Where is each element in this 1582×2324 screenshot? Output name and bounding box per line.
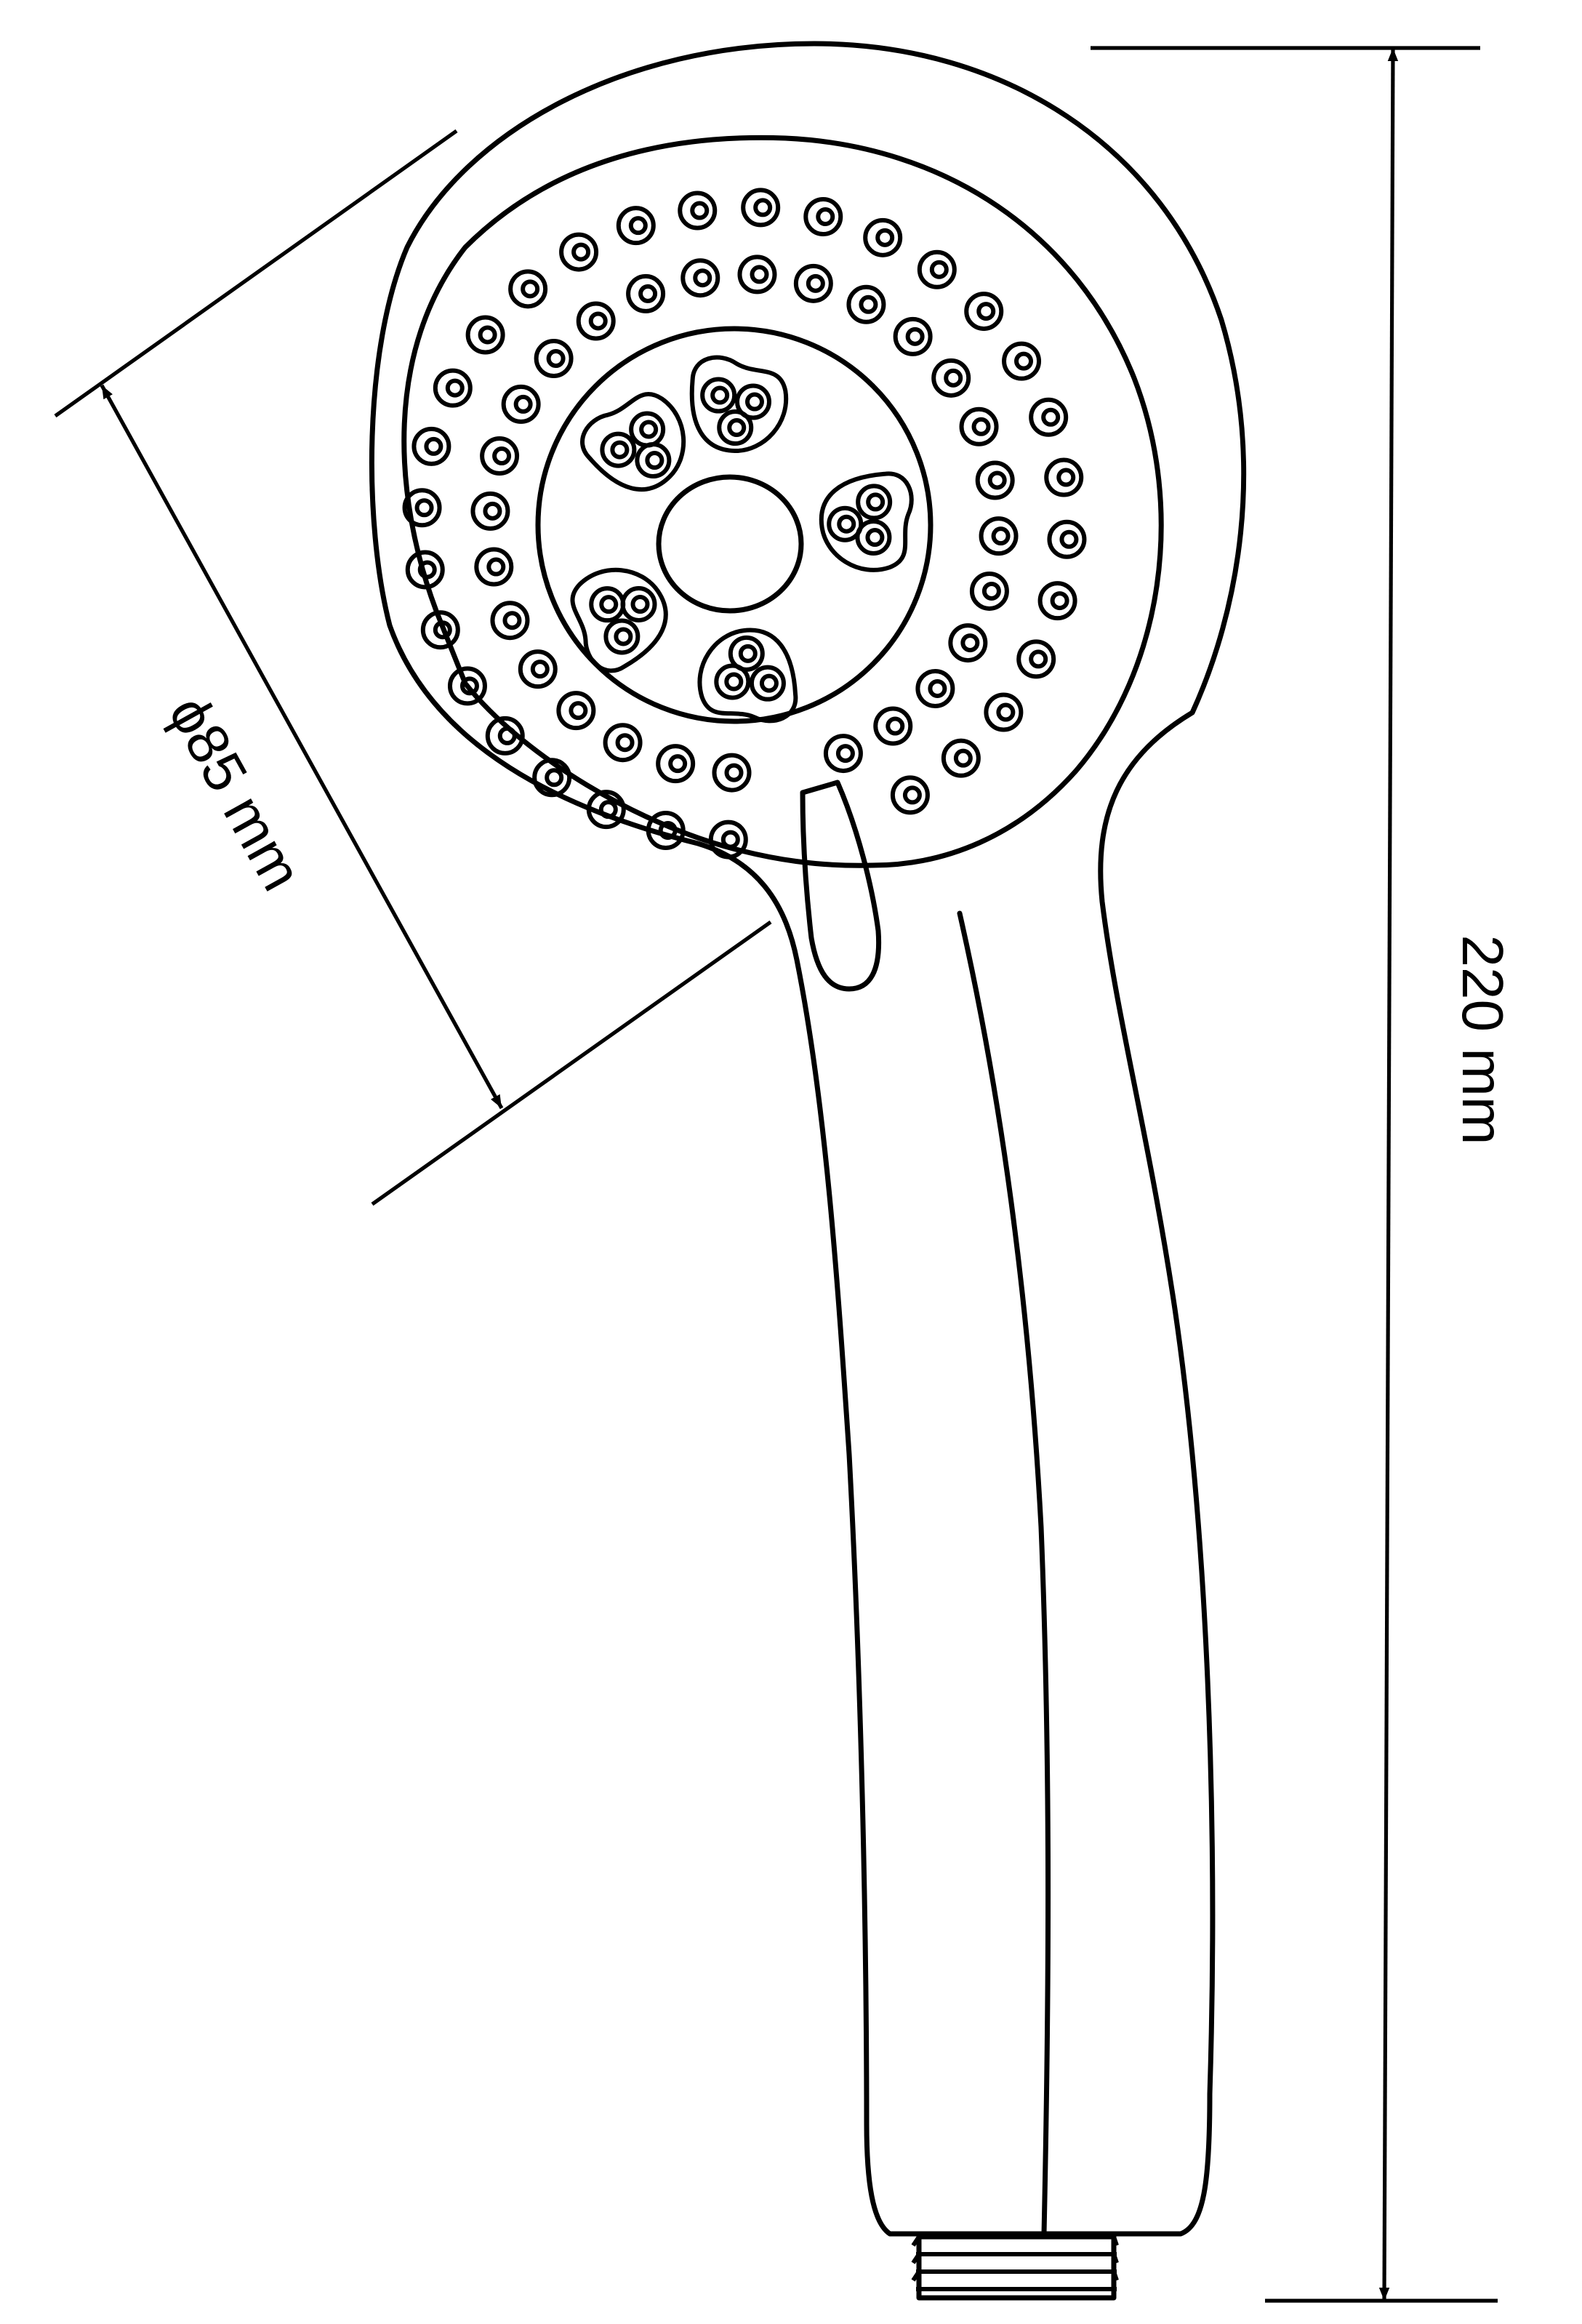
height-dimension: 220 mm (1091, 46, 1515, 2303)
nozzle-icon (680, 258, 720, 298)
nozzle-icon (1044, 457, 1084, 497)
nozzle-icon (532, 758, 572, 798)
massage-cluster-icon (689, 355, 789, 454)
diameter-extension-line-top (54, 129, 458, 418)
face-rim (401, 135, 1164, 868)
nozzle-icon (979, 516, 1019, 556)
nozzle-icon (803, 197, 843, 237)
diameter-extension-line-bottom (371, 920, 772, 1206)
nozzle-icon (470, 491, 510, 531)
nozzle-icon (656, 744, 696, 784)
nozzle-icon (556, 691, 596, 731)
nozzle-icon (480, 436, 520, 476)
nozzle-icon (490, 601, 530, 641)
massage-cluster-icon (580, 392, 686, 492)
nozzle-icon (501, 384, 541, 424)
nozzle-icon (678, 191, 718, 231)
diameter-dimension-line (100, 384, 504, 1110)
nozzle-icon (1016, 639, 1056, 679)
nozzle-icon (1037, 581, 1077, 621)
nozzle-icon (863, 217, 903, 257)
nozzle-icon (793, 263, 833, 303)
massage-cluster-icon (819, 471, 914, 572)
nozzle-icon (712, 753, 752, 793)
nozzle-icon (964, 292, 1004, 332)
spray-plate-ring (535, 326, 933, 724)
nozzle-icon (737, 255, 777, 294)
nozzle-icon (586, 790, 626, 830)
height-label: 220 mm (1450, 935, 1515, 1145)
nozzle-icon (741, 188, 781, 228)
nozzle-icon (474, 547, 514, 587)
nozzle-icon (890, 775, 930, 815)
handle-ridge (957, 910, 1051, 2237)
height-dimension-line (1378, 47, 1399, 2301)
nozzle-icon (518, 649, 558, 689)
nozzle-icon (411, 426, 451, 466)
center-disc (656, 474, 804, 614)
body-outer-outline (369, 41, 1247, 2237)
nozzle-icon (931, 358, 971, 398)
nozzle-icon (534, 339, 574, 379)
nozzle-icon (603, 723, 643, 763)
nozzle-icon (559, 232, 599, 272)
massage-cluster-icon (697, 628, 798, 724)
nozzle-icon (823, 734, 863, 774)
nozzle-icon (959, 406, 999, 446)
diameter-label: ϕ85 mm (156, 686, 315, 901)
nozzle-icon (941, 738, 981, 778)
mode-lever (800, 780, 882, 992)
spray-nozzles (402, 188, 1087, 860)
nozzle-icon (646, 810, 686, 850)
nozzle-icon (1029, 397, 1069, 437)
nozzle-icon (984, 692, 1024, 732)
nozzle-icon (969, 571, 1009, 611)
nozzle-icon (1002, 341, 1042, 381)
nozzle-icon (433, 368, 473, 408)
nozzle-icon (975, 460, 1015, 500)
nozzle-icon (873, 706, 913, 746)
massage-nozzle-clusters (570, 355, 914, 724)
massage-cluster-icon (570, 567, 668, 673)
nozzle-icon (1047, 519, 1087, 559)
nozzle-icon (948, 623, 988, 663)
nozzle-icon (915, 668, 955, 708)
nozzle-icon (616, 206, 656, 246)
nozzle-icon (465, 315, 505, 355)
nozzle-icon (576, 301, 616, 341)
hose-connector (911, 2234, 1119, 2301)
nozzle-icon (846, 284, 886, 324)
nozzle-icon (626, 273, 666, 313)
nozzle-icon (917, 249, 957, 289)
nozzle-icon (708, 820, 748, 860)
nozzle-icon (508, 269, 548, 309)
nozzle-icon (893, 316, 933, 356)
shower-body (369, 41, 1247, 2301)
